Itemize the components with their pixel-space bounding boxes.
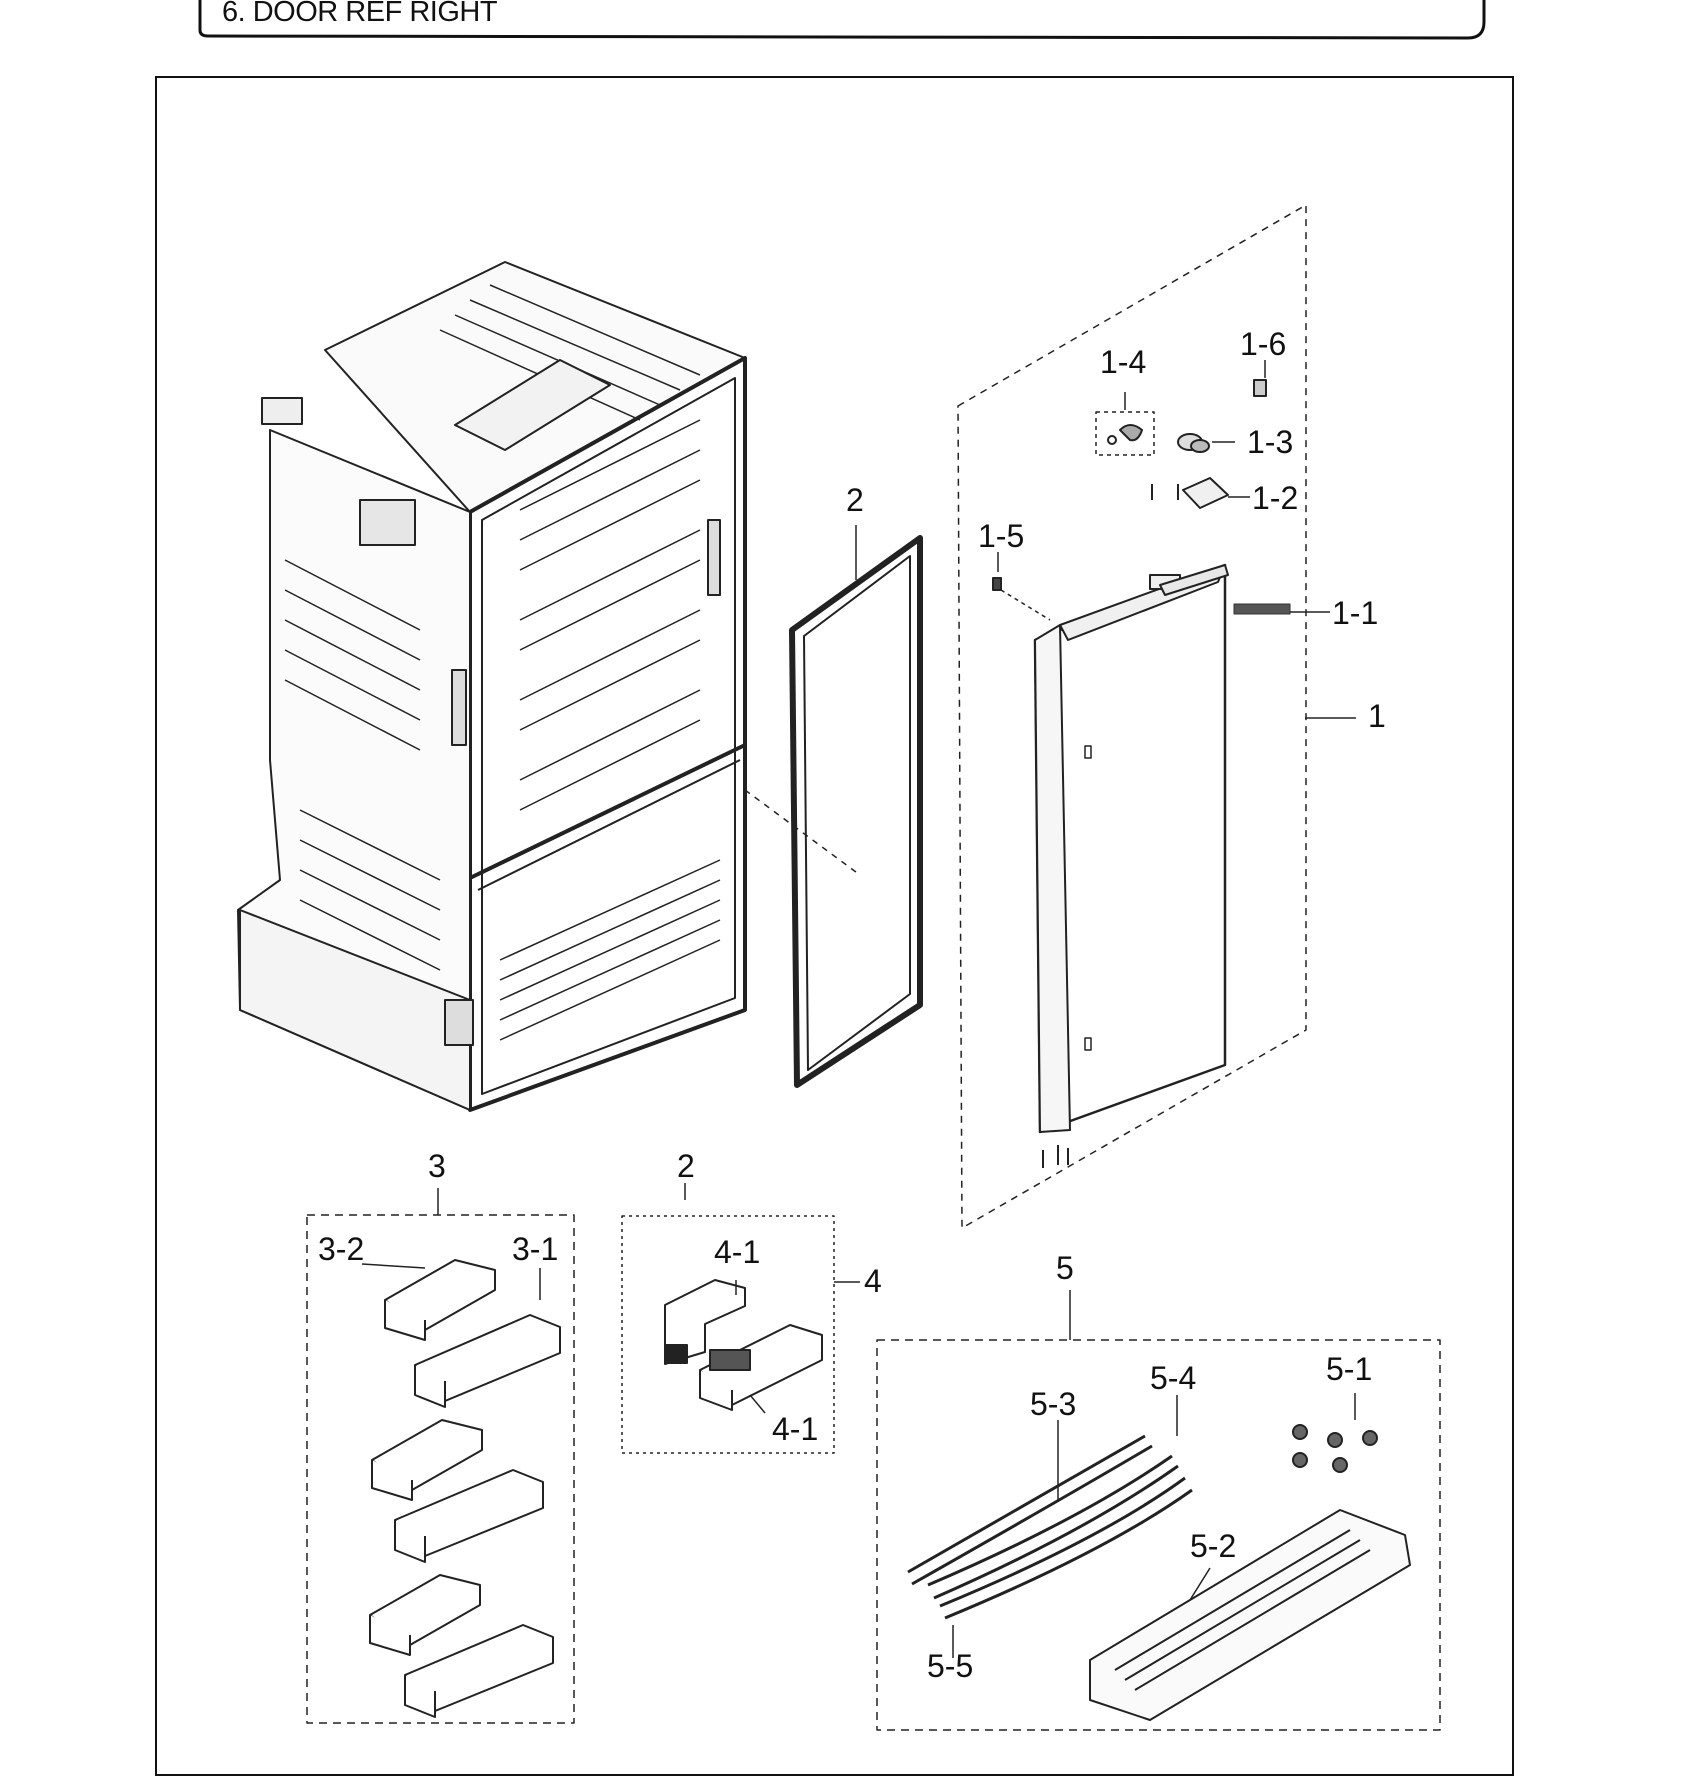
door-hinge-tubes [907, 1434, 1193, 1620]
callout-3-1: 3-1 [512, 1231, 559, 1267]
callout-1-5: 1-5 [978, 518, 1025, 554]
screws [1292, 1424, 1378, 1473]
section-header: 6. DOOR REF RIGHT [196, 0, 1486, 40]
callout-3: 3 [428, 1148, 446, 1184]
callout-3-2: 3-2 [318, 1231, 365, 1267]
callout-2-group: 2 [677, 1148, 695, 1184]
refrigerator-cabinet [237, 261, 747, 1112]
callout-2-gasket: 2 [846, 482, 864, 518]
door-gasket [789, 535, 923, 1088]
callout-1-6: 1-6 [1240, 326, 1287, 362]
callout-4-1-top: 4-1 [714, 1234, 761, 1270]
samsung-logo-badge [1233, 603, 1291, 615]
callout-5-1: 5-1 [1326, 1351, 1373, 1387]
callout-1-2: 1-2 [1252, 480, 1299, 516]
callout-1: 1 [1368, 698, 1386, 734]
callout-4-1-bottom: 4-1 [772, 1411, 819, 1447]
callout-1-3: 1-3 [1247, 424, 1294, 460]
callout-5-2: 5-2 [1190, 1528, 1237, 1564]
callout-5: 5 [1056, 1250, 1074, 1286]
callout-5-3: 5-3 [1030, 1386, 1077, 1422]
callout-1-1: 1-1 [1332, 595, 1379, 631]
callout-4: 4 [864, 1263, 882, 1299]
door-bin-shelves [369, 1259, 561, 1718]
door-body [1033, 563, 1227, 1134]
header-tab-outline [198, 0, 1486, 40]
section-title: 6. DOOR REF RIGHT [222, 0, 498, 28]
callout-5-5: 5-5 [927, 1648, 974, 1684]
callout-1-4: 1-4 [1100, 344, 1147, 380]
door-bin-small [664, 1279, 823, 1411]
callout-5-4: 5-4 [1150, 1360, 1197, 1396]
hinge-bracket [1089, 1509, 1411, 1721]
